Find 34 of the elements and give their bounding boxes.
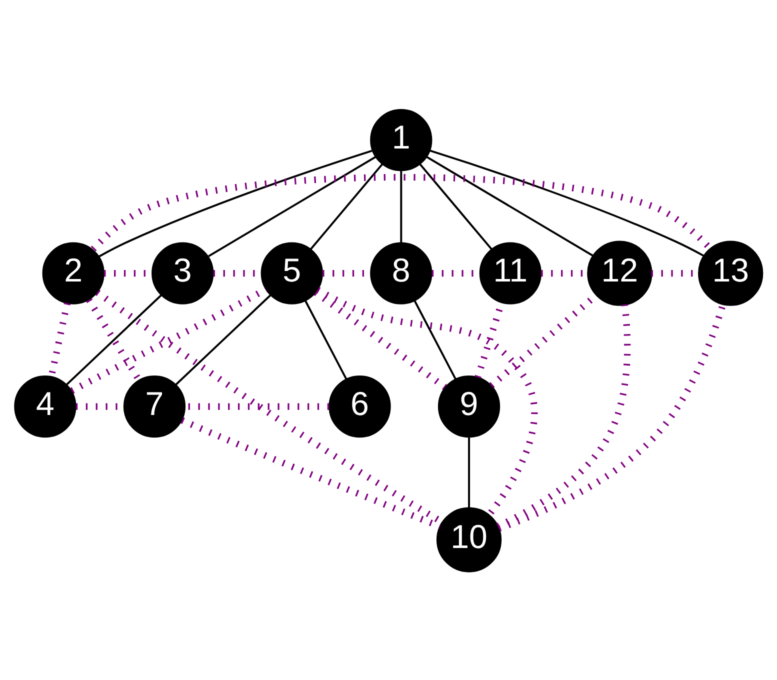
connector [304,300,348,379]
connector [48,302,70,376]
connector [310,163,383,250]
node-circle: 3 [152,242,214,304]
connector [430,149,704,256]
node-circle: 13 [698,240,764,306]
connector [419,163,492,250]
node-circle: 6 [328,374,391,438]
connector [90,173,712,251]
connector [98,149,372,257]
node-circle: 1 [370,108,432,171]
node-circle: 5 [260,242,323,304]
connector [400,170,402,242]
connector [468,436,470,508]
connector [180,416,442,530]
node-circle: 12 [587,240,652,306]
node-circle: 4 [14,374,76,438]
connector [86,298,142,382]
node-circle: 11 [479,242,542,304]
node-circle: 9 [438,374,500,438]
connector [414,300,456,379]
node-circle: 2 [42,242,104,304]
node-circle: 8 [370,242,432,304]
connector [496,304,631,529]
connector [66,294,162,385]
connector [208,156,376,257]
connector [498,303,726,532]
connector [70,286,268,394]
node-circle: 10 [436,506,502,572]
connector [316,286,538,516]
connector [314,289,447,390]
connector [175,294,272,385]
node-circle: 7 [123,374,186,438]
connector [426,156,594,256]
